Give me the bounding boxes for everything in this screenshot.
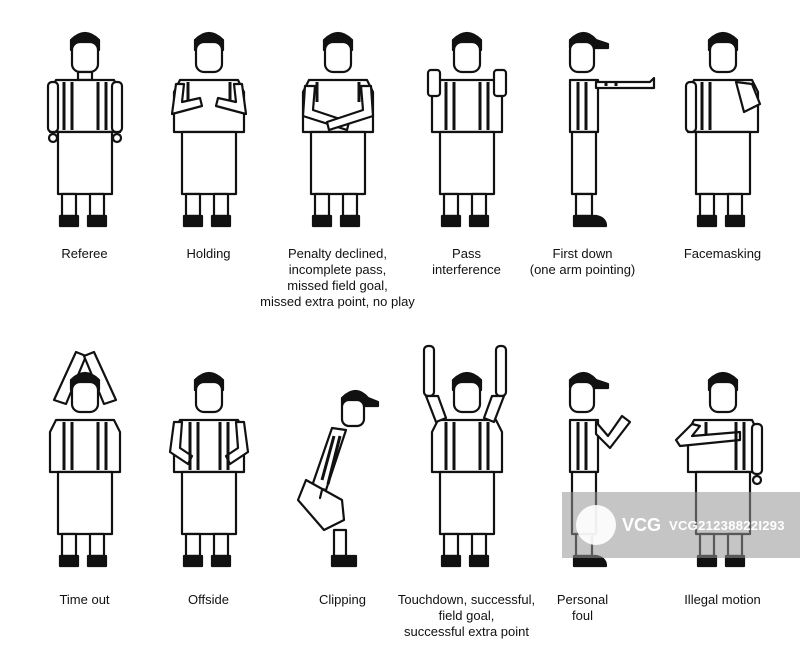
caption-clipping: Clipping [319, 592, 366, 607]
time-out-figure [48, 350, 122, 568]
watermark-id: VCG21238822I293 [669, 517, 785, 533]
caption-first-down: First down (one arm pointing) [529, 246, 636, 277]
watermark-brand: VCG [622, 514, 662, 535]
signal-touchdown: Touchdown, successful, field goal, succe… [398, 340, 535, 660]
offside-figure [168, 371, 250, 568]
signal-facemasking: Facemasking [656, 20, 789, 320]
caption-holding: Holding [186, 246, 231, 261]
watermark-logo-icon [576, 505, 616, 545]
referee-figure [46, 31, 124, 228]
holding-figure [170, 31, 248, 228]
signal-referee: Referee [18, 20, 151, 320]
facemasking-figure [684, 31, 762, 228]
caption-time-out: Time out [59, 592, 110, 607]
signal-pass-interference: Pass interference [400, 20, 533, 320]
caption-personal-foul: Personal foul [556, 592, 609, 623]
caption-referee: Referee [61, 246, 108, 261]
signal-holding: Holding [142, 20, 275, 320]
signal-clipping: Clipping [276, 340, 409, 660]
first-down-figure [568, 31, 656, 228]
caption-facemasking: Facemasking [683, 246, 762, 261]
signal-time-out: Time out [18, 340, 151, 660]
signal-first-down: First down (one arm pointing) [516, 20, 656, 320]
signal-offside: Offside [142, 340, 275, 660]
caption-illegal-motion: Illegal motion [684, 592, 761, 607]
signal-penalty-declined: Penalty declined, incomplete pass, misse… [260, 20, 415, 320]
caption-touchdown: Touchdown, successful, field goal, succe… [397, 592, 536, 639]
watermark: VCG VCG21238822I293 [562, 492, 800, 558]
caption-pass-interference: Pass interference [432, 246, 501, 277]
pass-interference-figure [426, 31, 508, 228]
penalty-declined-figure [301, 31, 375, 228]
caption-offside: Offside [188, 592, 229, 607]
clipping-figure [296, 389, 380, 568]
touchdown-figure [422, 344, 508, 568]
caption-penalty-declined: Penalty declined, incomplete pass, misse… [260, 246, 415, 309]
